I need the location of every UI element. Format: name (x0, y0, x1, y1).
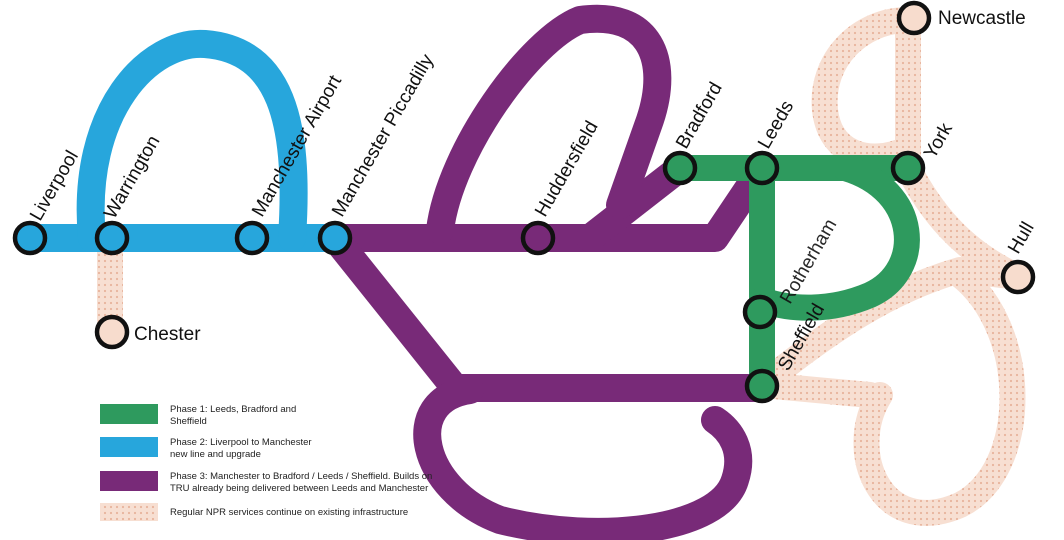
label-leeds: Leeds (754, 97, 798, 152)
legend: Phase 1: Leeds, Bradford and Sheffield P… (100, 404, 432, 521)
phase3-piccadilly-leeds (321, 154, 776, 252)
legend-phase1-line1: Phase 1: Leeds, Bradford and (170, 404, 296, 415)
legend-swatch-phase2 (100, 437, 158, 457)
station-manchester-airport[interactable] (234, 220, 270, 256)
station-leeds[interactable] (744, 150, 780, 186)
station-sheffield[interactable] (744, 368, 780, 404)
legend-swatch-phase3 (100, 471, 158, 491)
legend-swatch-existing (100, 503, 158, 521)
phase2-lines (16, 29, 349, 252)
stations (12, 0, 1036, 404)
legend-existing-line1: Regular NPR services continue on existin… (170, 507, 408, 518)
station-rotherham[interactable] (742, 294, 778, 330)
phase3-north-loop (426, 4, 672, 244)
phase1-rotherham-loop (749, 155, 920, 321)
phase2-warrington-airport-arc (76, 29, 308, 252)
station-newcastle[interactable] (896, 0, 932, 36)
label-liverpool: Liverpool (26, 147, 83, 224)
phase1-lines (667, 155, 921, 401)
label-york: York (920, 119, 957, 162)
existing-hull-loop (853, 262, 1026, 526)
label-hull: Hull (1004, 219, 1039, 258)
station-manchester-piccadilly[interactable] (317, 220, 353, 256)
legend-phase2-line2: new line and upgrade (170, 449, 261, 460)
legend-phase2-line1: Phase 2: Liverpool to Manchester (170, 437, 312, 448)
phase3-piccadilly-sheffield (321, 224, 776, 402)
label-manchester-piccadilly: Manchester Piccadilly (328, 50, 438, 220)
existing-sheffield-east (749, 372, 883, 408)
legend-swatch-phase1 (100, 404, 158, 424)
label-huddersfield: Huddersfield (531, 118, 603, 221)
label-newcastle: Newcastle (938, 8, 1026, 29)
station-york[interactable] (890, 150, 926, 186)
phase3-south-loop (413, 376, 753, 540)
label-chester: Chester (134, 324, 201, 345)
station-bradford[interactable] (662, 150, 698, 186)
station-huddersfield[interactable] (520, 220, 556, 256)
station-liverpool[interactable] (12, 220, 48, 256)
phase3-lines (321, 4, 776, 540)
legend-phase3-line1: Phase 3: Manchester to Bradford / Leeds … (170, 471, 432, 482)
legend-phase3-line2: TRU already being delivered between Leed… (170, 483, 428, 494)
station-chester[interactable] (94, 314, 130, 350)
station-warrington[interactable] (94, 220, 130, 256)
label-bradford: Bradford (672, 79, 727, 153)
station-hull[interactable] (1000, 259, 1036, 295)
legend-phase1-line2: Sheffield (170, 416, 207, 427)
existing-sheffield-hull (749, 257, 1031, 398)
